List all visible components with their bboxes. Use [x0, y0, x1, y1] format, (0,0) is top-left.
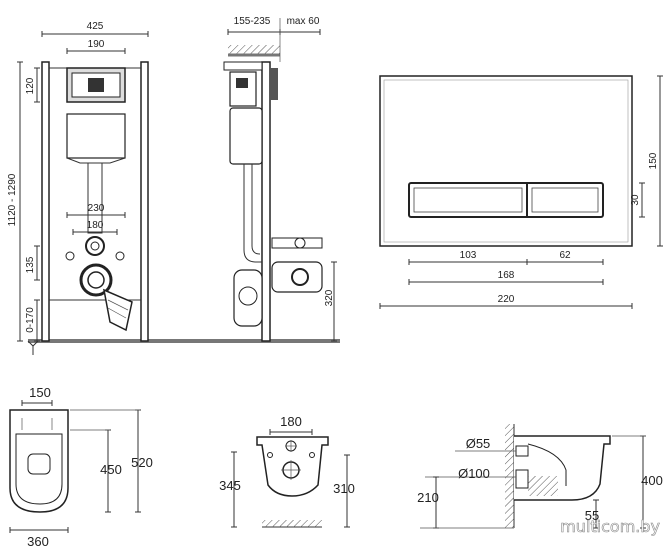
dim-bowl-520: 520 — [131, 455, 153, 470]
small-flush-button — [531, 187, 599, 213]
frame-right-post — [140, 61, 149, 342]
drain-elbow — [103, 288, 133, 332]
frame-side-view: 155-235 max 60 320 — [223, 16, 340, 343]
dim-outlet-diameter: Ø100 — [458, 466, 490, 481]
watermark-text: multicom.by — [560, 517, 660, 536]
dim-box-width: 190 — [88, 39, 105, 50]
dim-side-210: 210 — [417, 490, 439, 505]
dim-back-345: 345 — [219, 478, 241, 493]
cistern-tank — [66, 113, 126, 159]
dim-bolt-spacing: 230 — [88, 203, 105, 214]
flush-plate — [379, 75, 633, 247]
bowl-outline-top — [9, 409, 69, 513]
dim-bowl-width: 360 — [27, 534, 49, 549]
dim-inlet-diameter: Ø55 — [466, 436, 491, 451]
dim-max-depth: max 60 — [287, 16, 320, 27]
dim-button-62: 62 — [559, 250, 571, 261]
dim-plate-height: 150 — [648, 152, 659, 169]
dim-inlet-drain: 135 — [25, 256, 36, 273]
dim-frame-width: 425 — [87, 21, 104, 32]
dim-plate-width: 220 — [498, 294, 515, 305]
flush-buttons — [408, 182, 604, 218]
dim-back-310: 310 — [333, 481, 355, 496]
dim-bowl-450: 450 — [100, 462, 122, 477]
frame-left-post — [41, 61, 50, 342]
side-tank — [229, 107, 263, 165]
large-flush-button — [413, 187, 523, 213]
dim-depth-range: 155-235 — [234, 16, 271, 27]
dim-back-180: 180 — [280, 414, 302, 429]
dim-button-height: 30 — [630, 194, 641, 206]
dim-leg-adjust: 0-170 — [25, 307, 36, 333]
dim-buttons-168: 168 — [498, 270, 515, 281]
dim-side-55: 55 — [585, 508, 599, 523]
dim-inlet-spacing: 180 — [87, 220, 104, 231]
flush-plate-view: 150 30 103 62 168 220 — [379, 75, 663, 309]
bowl-back-view: 180 345 310 — [219, 414, 355, 528]
dim-box-height: 120 — [25, 77, 36, 94]
dim-button-103: 103 — [460, 250, 477, 261]
dim-frame-height: 1120 - 1290 — [7, 173, 18, 226]
dim-bolt-spacing-150: 150 — [29, 385, 51, 400]
bowl-top-view: 150 450 520 360 — [9, 385, 153, 549]
dim-side-400: 400 — [641, 473, 663, 488]
frame-front-view: 425 190 120 1120 - 1290 230 180 135 0-17… — [7, 21, 228, 355]
frame-side-post — [261, 61, 271, 342]
dim-drain-height: 320 — [324, 289, 335, 306]
bowl-side-view: Ø55 Ø100 400 210 55 — [417, 424, 663, 529]
